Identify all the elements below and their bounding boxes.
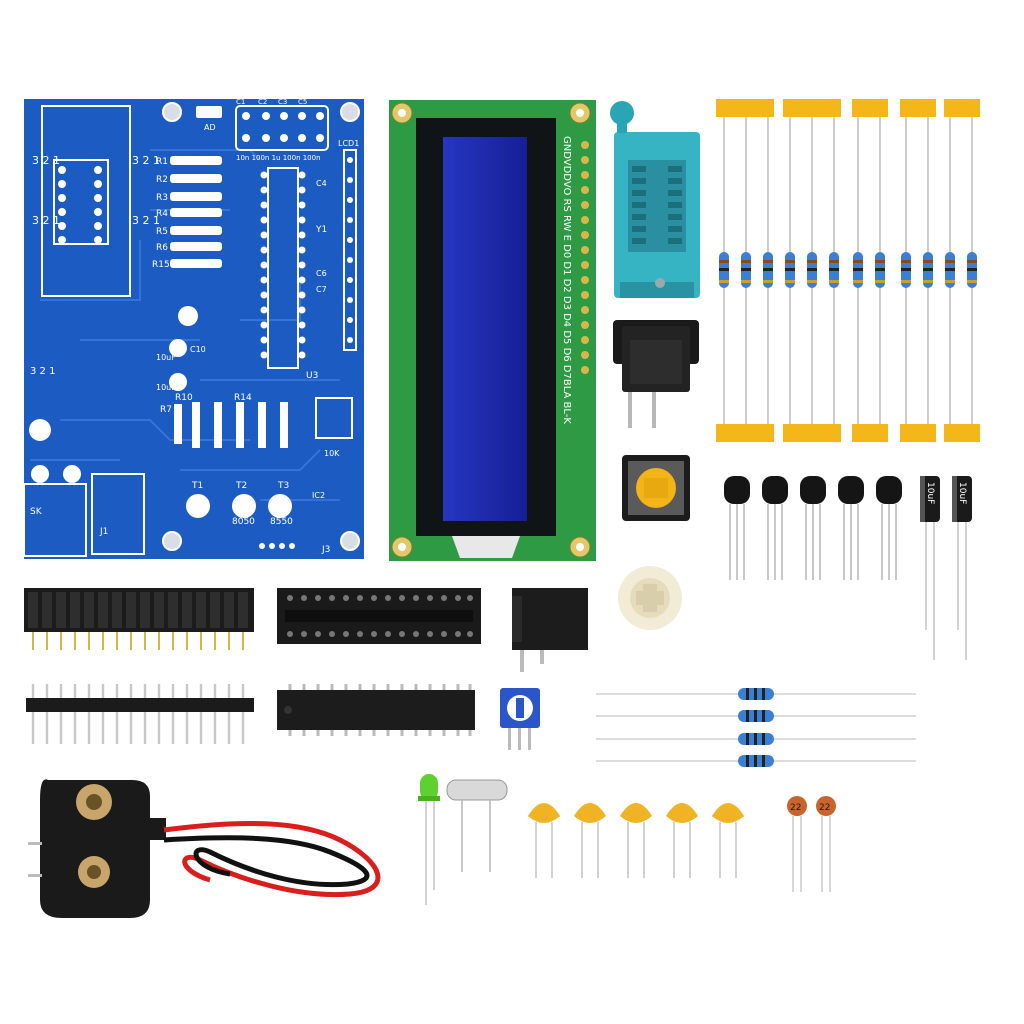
dc-power-jack: [512, 588, 588, 672]
battery-clip: [28, 779, 381, 918]
microcontroller-ic: [277, 684, 475, 736]
pcb-label-c4: C4: [316, 179, 327, 188]
pcb-label-r1: R1: [156, 157, 168, 167]
pcb-label-j3: J3: [321, 545, 330, 555]
ceramic-capacitors-22: 22 22: [787, 796, 836, 892]
yellow-capacitors: [528, 803, 744, 878]
pcb-label-t2: T2: [235, 481, 247, 491]
male-pin-header: [26, 684, 254, 744]
pcb-label-c6: C6: [316, 269, 327, 278]
capacitor-label-b: 10uF: [957, 482, 967, 504]
female-pin-header: [24, 588, 254, 650]
green-led: [418, 774, 440, 905]
electrolytic-capacitors: 10uF 10uF: [920, 476, 972, 660]
pcb-label-c7: C7: [316, 285, 327, 294]
pcb-label-y1: Y1: [315, 225, 327, 235]
pcb-label-r4: R4: [156, 209, 168, 219]
button-cap: [618, 566, 682, 630]
pcb-label-r6: R6: [156, 243, 168, 253]
pcb-label-r5: R5: [156, 227, 168, 237]
pcb-label-321-b: 3 2 1: [32, 214, 60, 227]
lcd-module: GNDVDDVO RS RW E D0 D1 D2 D3 D4 D5 D6 D7…: [389, 100, 596, 561]
ceramic-label-b: 22: [819, 803, 830, 813]
pcb-label-321-e: 3 2 1: [30, 366, 55, 377]
dip-socket: [277, 588, 481, 644]
pcb-label-10uf-a: 10uF: [156, 353, 176, 362]
pcb-label-321-a: 3 2 1: [32, 154, 60, 167]
rocker-switch: [613, 320, 699, 428]
pcb-label-r7: R7: [160, 405, 172, 415]
pcb-label-c2: C2: [258, 98, 267, 106]
ceramic-label-a: 22: [790, 803, 801, 813]
tactile-button: [622, 455, 690, 521]
pcb-label-j1: J1: [99, 527, 108, 537]
pcb-label-10uf-b: 10uF: [156, 383, 176, 392]
pcb-label-8550: 8550: [270, 517, 293, 527]
pcb-label-c10: C10: [190, 345, 206, 354]
crystal-oscillator: [446, 779, 508, 872]
pcb-label-r2: R2: [156, 175, 168, 185]
pcb-label-c5: C5: [298, 98, 307, 106]
pcb-label-lcd1: LCD1: [338, 139, 359, 148]
pcb-label-10k: 10K: [324, 449, 340, 458]
pcb-label-ic2: IC2: [312, 491, 325, 500]
pcb-label-ad: AD: [204, 123, 216, 132]
taped-resistors: [716, 99, 980, 442]
pcb-label-c1: C1: [236, 98, 245, 106]
pcb-label-r14: R14: [234, 393, 252, 403]
capacitor-label-a: 10uF: [925, 482, 935, 504]
pcb-label-t3: T3: [277, 481, 289, 491]
pcb-label-r15: R15: [152, 260, 170, 270]
pcb-label-8050: 8050: [232, 517, 255, 527]
pcb-label-r10: R10: [175, 393, 193, 403]
pcb-label-sk: SK: [30, 507, 43, 517]
pcb-label-t1: T1: [191, 481, 203, 491]
pcb-label-321-d: 3 2 1: [132, 214, 160, 227]
lcd-pin-labels: GNDVDDVO RS RW E D0 D1 D2 D3 D4 D5 D6 D7…: [561, 136, 572, 424]
pcb-board: 3 2 1 3 2 1 3 2 1 3 2 1 3 2 1 R1 R2 R3 R…: [23, 98, 364, 559]
pcb-label-u3: U3: [306, 371, 318, 381]
transistors: [724, 476, 902, 580]
pcb-label-cap-values: 10n 100n 1u 100n 100n: [236, 154, 321, 162]
pcb-label-r3: R3: [156, 193, 168, 203]
pcb-label-321-c: 3 2 1: [132, 154, 160, 167]
zif-socket: [610, 101, 700, 298]
trim-potentiometer: [500, 688, 540, 750]
loose-resistors: [596, 688, 916, 767]
pcb-label-c3: C3: [278, 98, 287, 106]
